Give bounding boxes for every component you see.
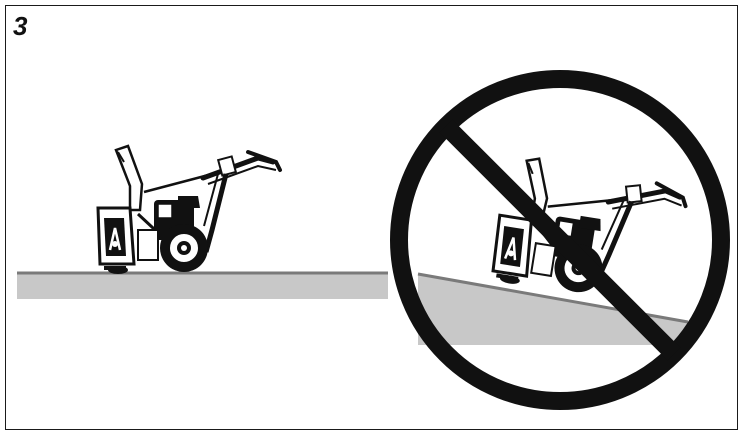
slope-panel (399, 79, 721, 401)
snowblower-icon (98, 146, 280, 274)
ground-surface (17, 273, 388, 299)
no-symbol-icon (399, 79, 721, 401)
flat-ground-panel (17, 146, 388, 299)
snowblower-icon (489, 154, 689, 309)
